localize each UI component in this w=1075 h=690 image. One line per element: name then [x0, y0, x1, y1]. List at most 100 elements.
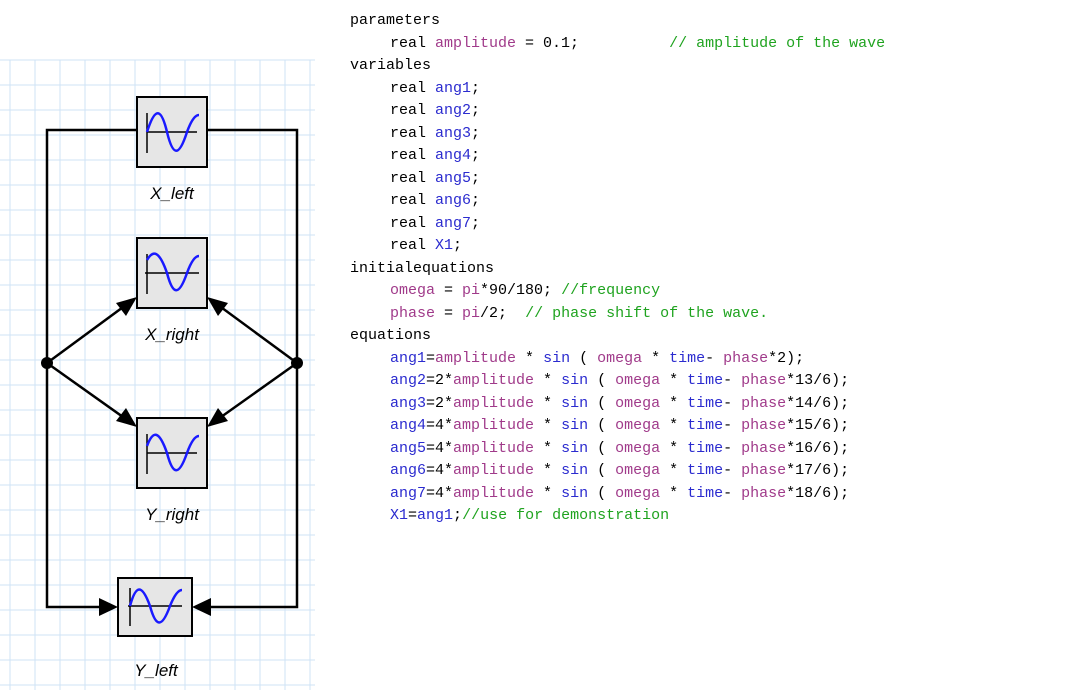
code-token-function: sin: [561, 462, 589, 479]
code-token-text: =4*: [426, 439, 454, 457]
code-token-text: ;: [471, 214, 481, 232]
wire-left-to-y-right: [46, 361, 131, 424]
block-y-right[interactable]: Y_right: [136, 417, 208, 524]
block-label-x-left: X_left: [149, 184, 195, 203]
code-token-parameter: phase: [741, 394, 787, 412]
code-line: real ang4;: [350, 145, 885, 168]
code-token-variable: ang2: [390, 372, 427, 389]
code-token-parameter: omega: [390, 282, 436, 299]
block-x-right[interactable]: X_right: [136, 237, 208, 344]
arrowheads: [99, 297, 228, 616]
code-token-text: ;: [471, 79, 481, 97]
code-token-text: *17/6);: [786, 462, 850, 479]
code-token-variable: ang5: [390, 439, 427, 457]
code-token-comment: // phase shift of the wave.: [525, 304, 769, 322]
code-line: initialequations: [350, 258, 885, 281]
code-token-parameter: omega: [615, 439, 661, 457]
code-token-text: =4*: [426, 484, 454, 502]
code-token-text: ;: [471, 147, 481, 164]
code-token-variable: ang6: [390, 462, 427, 479]
code-token-text: -: [723, 394, 742, 412]
code-token-text: -: [723, 484, 742, 502]
code-token-parameter: omega: [615, 372, 661, 389]
code-token-text: *18/6);: [786, 484, 850, 502]
code-token-text: *14/6);: [786, 394, 850, 412]
code-token-text: (: [588, 439, 616, 457]
code-token-text: (: [588, 394, 616, 412]
code-token-keyword: variables: [350, 57, 432, 74]
code-token-text: ;: [471, 169, 481, 187]
code-token-keyword: real: [390, 169, 436, 187]
code-token-text: *: [534, 394, 562, 412]
code-token-keyword: equations: [350, 327, 432, 344]
arrowhead-y-left-in-left: [99, 598, 118, 616]
code-token-text: -: [723, 462, 742, 479]
code-token-text: = 0.1;: [516, 34, 670, 52]
code-token-parameter: amplitude: [453, 439, 535, 457]
code-token-variable: ang7: [435, 214, 472, 232]
code-token-text: *: [660, 439, 688, 457]
block-x-left[interactable]: X_left: [136, 96, 208, 203]
code-line: X1=ang1;//use for demonstration: [350, 505, 885, 528]
block-y-left[interactable]: Y_left: [117, 577, 193, 680]
code-token-text: *90/180;: [480, 282, 562, 299]
code-token-text: -: [723, 439, 742, 457]
code-line: ang4=4*amplitude * sin ( omega * time- p…: [350, 415, 885, 438]
code-token-text: (: [570, 349, 598, 367]
arrowhead-y-right-in-left: [116, 408, 137, 427]
wire-right-to-y-right: [213, 361, 298, 424]
code-token-keyword: real: [390, 192, 436, 209]
code-line: real X1;: [350, 235, 885, 258]
code-token-function: time: [687, 394, 724, 412]
code-token-variable: ang6: [435, 192, 472, 209]
code-token-text: ;: [471, 192, 481, 209]
code-token-text: =4*: [426, 417, 454, 434]
code-token-text: ;: [471, 102, 481, 119]
code-line: ang6=4*amplitude * sin ( omega * time- p…: [350, 460, 885, 483]
code-token-keyword: real: [390, 214, 436, 232]
code-token-function: time: [669, 349, 706, 367]
code-token-text: -: [723, 372, 742, 389]
code-line: phase = pi/2; // phase shift of the wave…: [350, 303, 885, 326]
code-token-text: *: [516, 349, 544, 367]
code-token-parameter: omega: [615, 417, 661, 434]
code-token-text: *: [534, 372, 562, 389]
code-token-variable: ang1: [417, 507, 454, 524]
code-line: real ang5;: [350, 168, 885, 191]
code-token-text: *: [534, 417, 562, 434]
code-token-text: *: [660, 484, 688, 502]
code-token-keyword: initialequations: [350, 259, 495, 277]
code-token-comment: //frequency: [561, 282, 661, 299]
code-token-text: *: [660, 417, 688, 434]
code-token-variable: X1: [390, 507, 409, 524]
arrowhead-y-right-in-right: [207, 408, 228, 427]
code-token-keyword: real: [390, 147, 436, 164]
code-token-parameter: amplitude: [453, 417, 535, 434]
code-token-variable: ang4: [435, 147, 472, 164]
code-token-text: ;: [471, 124, 481, 142]
code-line: ang1=amplitude * sin ( omega * time- pha…: [350, 348, 885, 371]
code-line: real ang2;: [350, 100, 885, 123]
code-token-parameter: phase: [390, 304, 436, 322]
code-token-variable: ang4: [390, 417, 427, 434]
code-token-text: *: [660, 462, 688, 479]
code-line: ang7=4*amplitude * sin ( omega * time- p…: [350, 483, 885, 506]
code-line: parameters: [350, 10, 885, 33]
code-token-parameter: phase: [741, 372, 787, 389]
code-token-function: time: [687, 372, 724, 389]
code-token-variable: ang1: [435, 79, 472, 97]
block-diagram-canvas: X_left X_right Y_right Y_left: [0, 59, 315, 690]
code-token-text: =: [435, 282, 463, 299]
code-token-parameter: amplitude: [435, 34, 517, 52]
code-token-variable: ang7: [390, 484, 427, 502]
code-token-parameter: amplitude: [453, 394, 535, 412]
grid-background: [0, 59, 315, 690]
code-token-parameter: phase: [741, 462, 787, 479]
code-token-parameter: omega: [615, 462, 661, 479]
code-token-function: sin: [561, 439, 589, 457]
code-token-parameter: amplitude: [453, 372, 535, 389]
code-token-text: =4*: [426, 462, 454, 479]
junction-left: [41, 357, 53, 369]
code-token-variable: ang5: [435, 169, 472, 187]
